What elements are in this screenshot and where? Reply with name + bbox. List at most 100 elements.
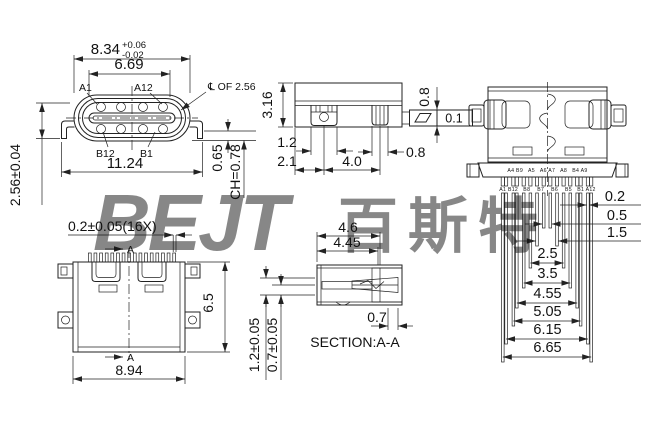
watermark: BEJT 百斯特 xyxy=(93,178,548,267)
dim-front-total-width: 11.24 xyxy=(107,155,143,172)
side-dimensions: 3.16 0.8 1.2 2.1 4.0 0.8 xyxy=(259,82,440,175)
dim-front-width-tol-plus: +0.06 xyxy=(122,40,146,51)
comb-tooth xyxy=(121,252,126,263)
section-marker-a-top: A xyxy=(127,244,134,256)
label-pin-b12: B12 xyxy=(96,148,115,160)
dim-side-rear-leg-width: 0.8 xyxy=(406,144,426,160)
note-centerline: ℄ OF 2.56 xyxy=(207,81,256,93)
pin-pad xyxy=(500,176,505,187)
pin-lead xyxy=(575,192,579,309)
pin-lead xyxy=(548,192,552,229)
chain-dim-0: 0.2 xyxy=(605,189,625,205)
rear-dimension-chain: 0.2 0.5 1.5 2.5 3.5 4.55 5.05 6.15 6.65 xyxy=(502,189,641,360)
comb-tooth xyxy=(144,252,148,263)
dim-side-tab-height: 0.8 xyxy=(416,87,432,107)
pin-row-top-labels: A4 B9 A5 A6 A7 A8 B4 A9 xyxy=(507,168,587,174)
watermark-cjk-text: 百斯特 xyxy=(338,193,548,260)
parallelism-icon xyxy=(414,113,432,123)
pin-pad xyxy=(555,176,559,187)
section-view: 4.6 4.45 0.7 1.2±0.05 0.7±0.05 SECTION:A… xyxy=(246,219,413,380)
dim-top-body-height: 6.5 xyxy=(200,293,216,313)
connector-side-outline xyxy=(294,82,410,128)
comb-tooth xyxy=(88,252,92,263)
pin-pad xyxy=(504,176,509,187)
front-dimensions: 8.34 +0.06 -0.02 6.69 A1 A12 ℄ OF 2.56 B… xyxy=(7,40,256,206)
dim-section-h-total: 1.2±0.05 xyxy=(246,318,262,373)
comb-tooth xyxy=(172,252,176,263)
side-view: 0.1 3.16 0.8 1.2 2.1 4.0 0.8 xyxy=(259,82,473,175)
comb-tooth xyxy=(149,252,154,263)
dim-front-inner-width: 6.69 xyxy=(114,56,143,73)
dim-front-height: 2.56±0.04 xyxy=(7,144,23,206)
dim-front-width-tol-minus: -0.02 xyxy=(122,50,144,61)
pin-pads xyxy=(500,176,594,187)
pin-lead xyxy=(501,192,505,363)
dim-side-leg-offset: 2.1 xyxy=(277,153,297,169)
chain-dim-3: 2.5 xyxy=(537,246,557,262)
pin-pad xyxy=(585,176,590,187)
dim-section-outer: 4.6 xyxy=(338,219,358,235)
dim-front-chamfer: CH=0.78 xyxy=(227,144,243,200)
section-title: SECTION:A-A xyxy=(310,334,400,350)
pin-lead xyxy=(568,192,572,289)
pin-lead xyxy=(589,192,593,363)
label-pin-a1: A1 xyxy=(79,82,92,94)
dim-front-width: 8.34 xyxy=(91,41,120,58)
pin-lead xyxy=(504,192,508,345)
rear-view: A4 B9 A5 A6 A7 A8 B4 A9 A1 B12 B8 B7 B6 … xyxy=(466,82,641,363)
pin-pad xyxy=(575,176,580,187)
top-dimensions: 0.2±0.05(16X) A A 6.5 8.94 xyxy=(68,218,230,384)
pin-pad xyxy=(568,176,573,187)
pin-pad xyxy=(548,176,553,187)
pin-lead xyxy=(586,192,590,345)
comb-tooth xyxy=(166,252,171,263)
pin-lead xyxy=(528,192,533,269)
watermark-logo-text: BEJT xyxy=(93,178,295,267)
dim-top-body-width: 8.94 xyxy=(115,362,142,378)
pin-pad xyxy=(578,176,583,187)
pin-pad xyxy=(521,176,526,187)
comb-tooth xyxy=(104,252,109,263)
pin-pad xyxy=(528,176,533,187)
pin-leads xyxy=(501,192,593,363)
connector-front-outline xyxy=(61,86,203,150)
chain-dim-7: 6.15 xyxy=(533,322,561,338)
pin-lead xyxy=(515,192,519,309)
pin-pad xyxy=(541,176,546,187)
section-dimensions: 4.6 4.45 0.7 1.2±0.05 0.7±0.05 SECTION:A… xyxy=(246,219,413,380)
pin-lead xyxy=(555,192,559,247)
pin-lead xyxy=(578,192,583,327)
chain-dim-6: 5.05 xyxy=(533,304,561,320)
pin-lead xyxy=(522,192,526,289)
chain-dim-2: 1.5 xyxy=(607,225,627,241)
dim-side-leg-pitch: 4.0 xyxy=(342,153,362,169)
label-pin-a12: A12 xyxy=(134,82,153,94)
chain-dim-5: 4.55 xyxy=(533,286,561,302)
chain-dim-4: 3.5 xyxy=(537,266,557,282)
label-pin-b1: B1 xyxy=(140,148,153,160)
pin-pad xyxy=(535,176,539,187)
comb-tooth xyxy=(138,252,143,263)
comb-tooth xyxy=(155,252,160,263)
connector-top-outline xyxy=(57,248,201,360)
pin-lead xyxy=(561,192,566,269)
comb-tooth xyxy=(116,252,120,263)
dim-side-leg-width: 1.2 xyxy=(277,134,297,150)
dim-top-pin-width: 0.2±0.05(16X) xyxy=(68,218,157,234)
section-outline xyxy=(316,264,403,306)
comb-tooth xyxy=(133,252,137,263)
pin-pad xyxy=(589,176,594,187)
comb-tooth xyxy=(99,252,103,263)
comb-tooth xyxy=(93,252,98,263)
dim-side-height: 3.16 xyxy=(259,91,275,118)
chain-dim-1: 0.5 xyxy=(607,208,627,224)
front-view: 8.34 +0.06 -0.02 6.69 A1 A12 ℄ OF 2.56 B… xyxy=(7,40,256,206)
comb-tooth xyxy=(110,252,115,263)
chain-dim-8: 6.65 xyxy=(533,340,561,356)
pin-row-bottom-labels: A1 B12 B8 B7 B6 B5 B1 A12 xyxy=(499,187,595,193)
connector-rear-outline: A4 B9 A5 A6 A7 A8 B4 A9 A1 B12 B8 B7 B6 … xyxy=(466,82,629,363)
pin-pad xyxy=(514,176,519,187)
dim-section-tail: 0.7 xyxy=(367,309,387,325)
